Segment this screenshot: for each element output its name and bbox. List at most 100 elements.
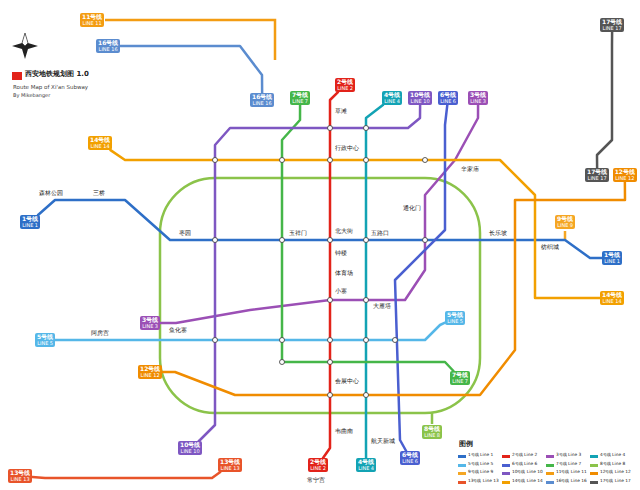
badge-line-en: LINE 12 (615, 176, 635, 182)
line-badge: 5号线LINE 5 (35, 333, 55, 347)
line-badge: 10号线LINE 10 (408, 91, 432, 105)
line-badge: 12号线LINE 12 (613, 168, 637, 182)
station-name: 韦曲南 (334, 428, 354, 435)
legend-swatch (590, 455, 598, 458)
station-name: 会展中心 (334, 378, 360, 385)
badge-line-cn: 17号线 (587, 169, 607, 176)
legend-swatch (458, 455, 466, 458)
badge-line-cn: 1号线 (604, 252, 620, 259)
metro-line (282, 105, 453, 371)
station-name: 森林公园 (38, 190, 64, 197)
subtitle-text: By Mikebanger (12, 93, 51, 99)
interchange-dot (328, 126, 333, 131)
badge-line-en: LINE 16 (98, 47, 118, 53)
badge-line-en: LINE 1 (604, 259, 620, 265)
badge-line-cn: 13号线 (10, 470, 30, 477)
badge-line-cn: 14号线 (90, 137, 110, 144)
legend-swatch (502, 481, 510, 484)
legend-swatch (546, 472, 554, 475)
station-name: 航天新城 (370, 438, 396, 445)
line-badge: 11号线LINE 11 (80, 13, 104, 27)
badge-line-cn: 12号线 (140, 366, 160, 373)
badge-line-cn: 2号线 (310, 459, 326, 466)
line-badge: 6号线LINE 6 (438, 91, 458, 105)
station-name: 枣园 (178, 230, 192, 237)
line-badge: 12号线LINE 12 (138, 365, 162, 379)
badge-line-en: LINE 1 (22, 223, 38, 229)
line-badge: 10号线LINE 10 (178, 441, 202, 455)
badge-line-en: LINE 5 (37, 341, 53, 347)
station-name: 常宁宫 (306, 477, 326, 484)
legend-swatch (590, 464, 598, 467)
legend-text: 17号线 Line 17 (599, 479, 632, 484)
station-name: 草滩 (334, 108, 348, 115)
legend-text: 6号线 Line 6 (511, 462, 538, 467)
metro-line (366, 105, 383, 458)
badge-line-en: LINE 6 (440, 99, 456, 105)
badge-line-en: LINE 14 (90, 144, 110, 150)
badge-line-en: LINE 2 (337, 86, 353, 92)
line-badge: 7号线LINE 7 (290, 91, 310, 105)
badge-line-en: LINE 7 (452, 379, 468, 385)
legend-swatch (458, 464, 466, 467)
interchange-dot (364, 238, 369, 243)
legend-text: 4号线 Line 4 (599, 453, 626, 458)
badge-line-en: LINE 8 (424, 433, 440, 439)
interchange-dot (280, 360, 285, 365)
line-badge: 16号线LINE 16 (96, 39, 120, 53)
compass-star (12, 33, 38, 59)
line-badge: 8号线LINE 8 (422, 425, 442, 439)
interchange-dot (328, 238, 333, 243)
badge-line-cn: 2号线 (337, 79, 353, 86)
interchange-dot (364, 338, 369, 343)
badge-line-cn: 6号线 (402, 452, 418, 459)
legend-swatch (546, 464, 554, 467)
legend-text: 9号线 Line 9 (467, 470, 494, 475)
line-badge: 4号线LINE 4 (382, 91, 402, 105)
legend-text: 13号线 Line 13 (467, 479, 500, 484)
compass-star-half (22, 33, 28, 46)
line-9-spur (564, 231, 567, 240)
station-name: 玉祥门 (288, 230, 308, 237)
station-name: 鱼化寨 (168, 327, 188, 334)
badge-line-cn: 4号线 (384, 92, 400, 99)
metro-line (110, 150, 600, 298)
badge-line-en: LINE 11 (82, 21, 102, 27)
badge-line-en: LINE 3 (470, 99, 486, 105)
line-badge: 17号线LINE 17 (585, 168, 609, 182)
subtitle-text: Route Map of Xi'an Subway (12, 84, 89, 90)
badge-line-cn: 17号线 (602, 19, 622, 26)
badge-line-en: LINE 7 (292, 99, 308, 105)
metro-line (395, 105, 447, 451)
station-name: 长乐坡 (488, 230, 508, 237)
legend-swatch (590, 472, 598, 475)
line-8-spur (431, 413, 434, 424)
station-name: 阿房宫 (90, 330, 110, 337)
legend-heading: 图例 (458, 441, 474, 449)
interchange-dot (280, 158, 285, 163)
badge-line-en: LINE 4 (384, 99, 400, 105)
station-name: 五路口 (370, 230, 390, 237)
badge-line-en: LINE 10 (180, 449, 200, 455)
station-name: 小寨 (334, 288, 348, 295)
legend-text: 10号线 Line 10 (511, 470, 544, 475)
line-11-track (105, 20, 275, 60)
station-name: 钟楼 (334, 250, 348, 257)
badge-line-en: LINE 14 (602, 299, 622, 305)
badge-line-en: LINE 16 (252, 101, 272, 107)
legend-text: 7号线 Line 7 (555, 462, 582, 467)
badge-line-en: LINE 9 (557, 223, 573, 229)
line-badge: 4号线LINE 4 (356, 458, 376, 472)
interchange-dot (280, 238, 285, 243)
badge-line-cn: 8号线 (424, 426, 440, 433)
station-name: 纺织城 (540, 244, 560, 251)
badge-line-cn: 5号线 (447, 312, 463, 319)
legend-text: 2号线 Line 2 (511, 453, 538, 458)
line-badge: 16号线LINE 16 (250, 93, 274, 107)
line-badge: 1号线LINE 1 (602, 251, 622, 265)
badge-line-cn: 7号线 (292, 92, 308, 99)
metro-line (162, 182, 625, 395)
station-name: 行政中心 (334, 145, 360, 152)
interchange-dot (213, 158, 218, 163)
legend-swatch (458, 481, 466, 484)
